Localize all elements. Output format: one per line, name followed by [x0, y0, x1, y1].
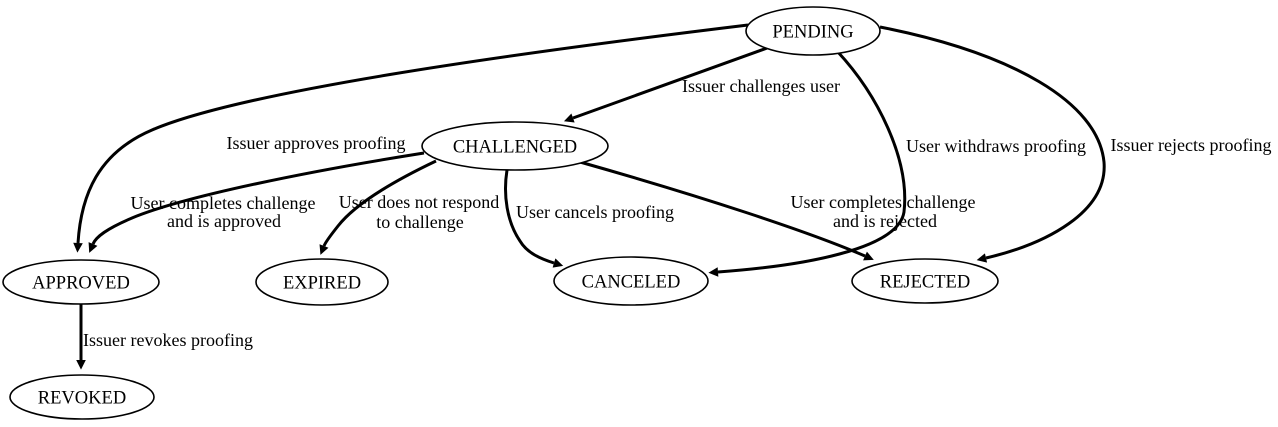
- edge-label-pending-challenged: Issuer challenges user: [682, 76, 840, 96]
- node-revoked-shape: [9, 374, 155, 420]
- node-pending-shape: [745, 6, 881, 56]
- edge-label-challenged-expired-line1: User does not respond: [339, 192, 499, 212]
- node-rejected: REJECTED: [851, 258, 999, 304]
- node-rejected-label: REJECTED: [880, 273, 970, 293]
- edge-challenged-approved: User completes challenge and is approved: [88, 151, 425, 253]
- node-pending-label: PENDING: [772, 23, 853, 43]
- edge-pending-rejected: Issuer rejects proofing: [879, 25, 1272, 263]
- edge-label-approved-revoked: Issuer revokes proofing: [83, 330, 253, 350]
- node-approved: APPROVED: [2, 259, 160, 305]
- edge-challenged-rejected: User completes challenge and is rejected: [579, 160, 976, 261]
- edge-label-challenged-rejected-line1: User completes challenge: [791, 192, 976, 212]
- edge-pending-challenged: Issuer challenges user: [563, 45, 840, 123]
- edge-label-challenged-approved-line2: and is approved: [167, 211, 281, 231]
- node-expired-shape: [255, 258, 389, 306]
- edge-label-challenged-canceled: User cancels proofing: [516, 202, 674, 222]
- node-challenged-label: CHALLENGED: [453, 138, 577, 158]
- edge-challenged-expired-line: [319, 159, 437, 255]
- edge-pending-canceled-line: [708, 49, 907, 277]
- edge-label-pending-rejected: Issuer rejects proofing: [1111, 135, 1272, 155]
- edge-pending-challenged-line: [563, 45, 771, 123]
- edge-approved-revoked: Issuer revokes proofing: [76, 304, 253, 370]
- edge-pending-canceled: User withdraws proofing: [708, 49, 1086, 277]
- node-expired-label: EXPIRED: [283, 274, 361, 294]
- edge-label-pending-canceled: User withdraws proofing: [906, 136, 1086, 156]
- node-challenged-shape: [421, 121, 609, 171]
- edge-label-challenged-rejected-line2: and is rejected: [833, 211, 937, 231]
- edge-pending-approved: Issuer approves proofing: [73, 23, 749, 253]
- node-canceled-label: CANCELED: [582, 273, 681, 293]
- edge-challenged-approved-line: [88, 151, 425, 253]
- node-revoked: REVOKED: [9, 374, 155, 420]
- edge-challenged-rejected-line: [579, 160, 874, 261]
- edge-challenged-canceled-line: [504, 169, 564, 268]
- node-expired: EXPIRED: [255, 258, 389, 306]
- node-rejected-shape: [851, 258, 999, 304]
- node-pending: PENDING: [745, 6, 881, 56]
- edge-label-challenged-approved-line1: User completes challenge: [131, 193, 316, 213]
- node-canceled-shape: [553, 256, 709, 306]
- edge-challenged-expired: User does not respond to challenge: [319, 159, 499, 255]
- node-canceled: CANCELED: [553, 256, 709, 306]
- node-revoked-label: REVOKED: [38, 389, 126, 409]
- edge-pending-rejected-line: [879, 25, 1106, 263]
- edge-label-challenged-expired-line2: to challenge: [376, 212, 463, 232]
- node-approved-label: APPROVED: [32, 274, 130, 294]
- node-approved-shape: [2, 259, 160, 305]
- edge-pending-approved-line: [73, 23, 749, 253]
- edge-challenged-canceled: User cancels proofing: [504, 169, 674, 268]
- edge-label-pending-approved: Issuer approves proofing: [227, 133, 406, 153]
- node-challenged: CHALLENGED: [421, 121, 609, 171]
